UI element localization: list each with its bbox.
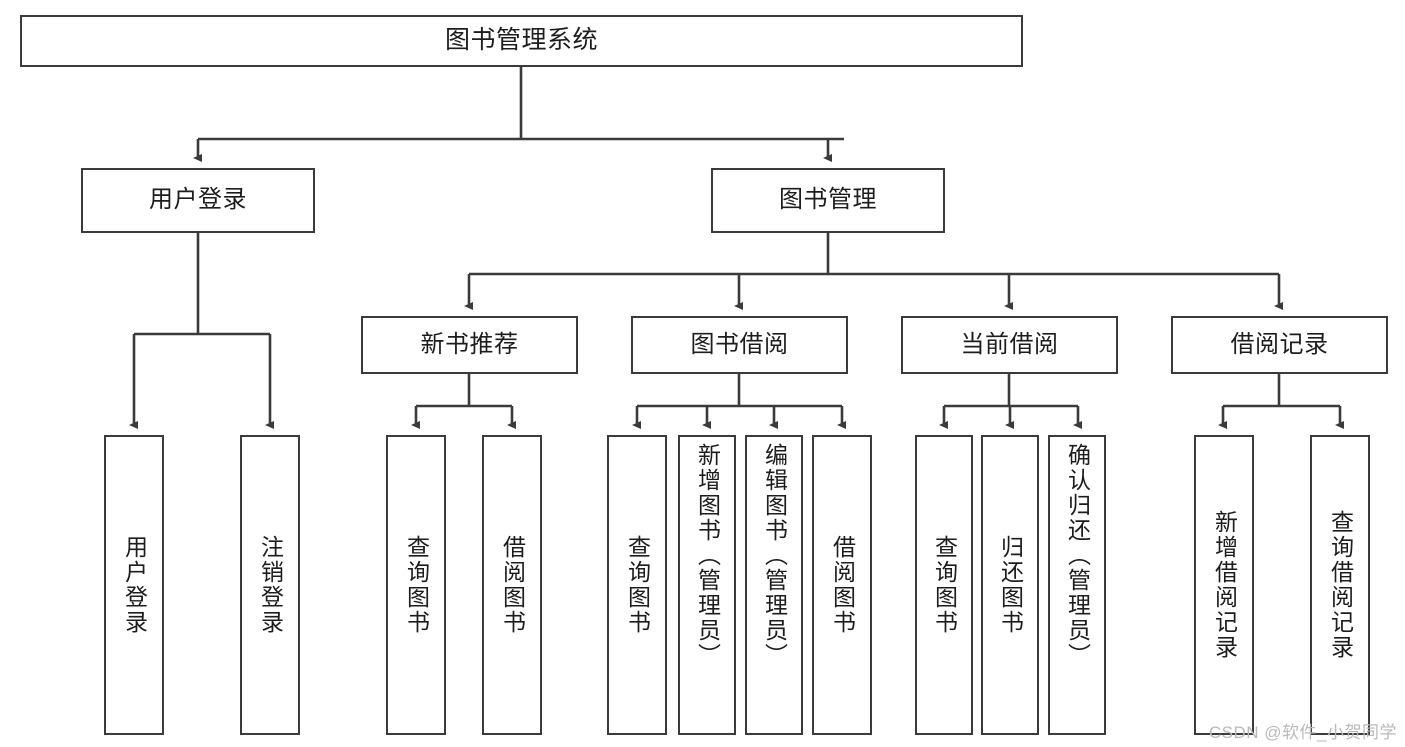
leaf-record-query-record-label: 查询借阅记录 xyxy=(1327,510,1354,660)
leaf-recommend-query-book-label: 查询图书 xyxy=(403,535,430,635)
leaf-user-login-logout-label: 注销登录 xyxy=(257,535,284,635)
leaf-borrow-edit-book[interactable]: 编辑图书（管理员） xyxy=(745,435,803,735)
node-current-borrow-label: 当前借阅 xyxy=(960,330,1059,358)
node-new-book-recommend[interactable]: 新书推荐 xyxy=(361,316,578,374)
node-current-borrow[interactable]: 当前借阅 xyxy=(901,316,1118,374)
node-book-borrow-label: 图书借阅 xyxy=(690,330,789,358)
node-borrow-record[interactable]: 借阅记录 xyxy=(1171,316,1388,374)
leaf-borrow-edit-book-label: 编辑图书（管理员） xyxy=(761,443,788,668)
leaf-borrow-add-book[interactable]: 新增图书（管理员） xyxy=(678,435,736,735)
leaf-recommend-borrow-book-label: 借阅图书 xyxy=(499,535,526,635)
leaf-current-confirm-return-label: 确认归还（管理员） xyxy=(1064,443,1091,668)
leaf-user-login-login[interactable]: 用户登录 xyxy=(104,435,164,735)
node-new-book-recommend-label: 新书推荐 xyxy=(420,330,519,358)
leaf-user-login-login-label: 用户登录 xyxy=(121,535,148,635)
leaf-borrow-borrow-book[interactable]: 借阅图书 xyxy=(812,435,872,735)
node-user-login[interactable]: 用户登录 xyxy=(81,168,315,233)
leaf-record-query-record[interactable]: 查询借阅记录 xyxy=(1310,435,1370,735)
leaf-borrow-add-book-label: 新增图书（管理员） xyxy=(694,443,721,668)
leaf-current-query-book-label: 查询图书 xyxy=(931,535,958,635)
leaf-record-add-record-label: 新增借阅记录 xyxy=(1211,510,1238,660)
leaf-recommend-borrow-book[interactable]: 借阅图书 xyxy=(482,435,542,735)
leaf-borrow-query-book-label: 查询图书 xyxy=(624,535,651,635)
node-book-borrow[interactable]: 图书借阅 xyxy=(631,316,848,374)
leaf-current-confirm-return[interactable]: 确认归还（管理员） xyxy=(1048,435,1106,735)
node-borrow-record-label: 借阅记录 xyxy=(1230,330,1329,358)
leaf-recommend-query-book[interactable]: 查询图书 xyxy=(386,435,446,735)
node-root-label: 图书管理系统 xyxy=(444,26,598,55)
csdn-watermark: CSDN @软件_小贺同学 xyxy=(1208,723,1397,742)
leaf-borrow-query-book[interactable]: 查询图书 xyxy=(607,435,667,735)
node-book-management-label: 图书管理 xyxy=(779,186,877,214)
leaf-user-login-logout[interactable]: 注销登录 xyxy=(240,435,300,735)
leaf-current-return-book[interactable]: 归还图书 xyxy=(981,435,1039,735)
node-root[interactable]: 图书管理系统 xyxy=(20,15,1023,67)
leaf-borrow-borrow-book-label: 借阅图书 xyxy=(829,535,856,635)
leaf-current-return-book-label: 归还图书 xyxy=(997,535,1024,635)
node-book-management[interactable]: 图书管理 xyxy=(711,168,945,233)
node-user-login-label: 用户登录 xyxy=(149,186,247,214)
leaf-record-add-record[interactable]: 新增借阅记录 xyxy=(1194,435,1254,735)
leaf-current-query-book[interactable]: 查询图书 xyxy=(915,435,973,735)
